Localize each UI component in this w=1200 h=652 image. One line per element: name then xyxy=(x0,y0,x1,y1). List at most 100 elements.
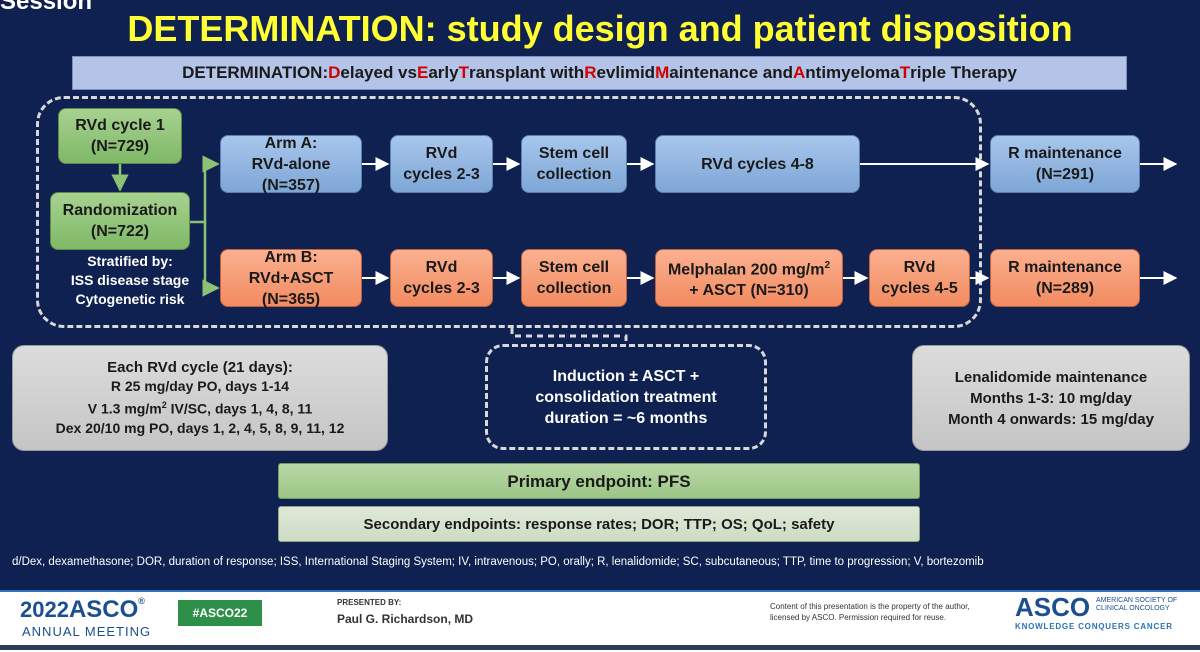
rvd-cycle-detail-dex: Dex 20/10 mg PO, days 1, 2, 4, 5, 8, 9, … xyxy=(55,419,345,436)
rvd-cycle-detail-title: Each RVd cycle (21 days): xyxy=(107,359,293,377)
acronym-letter: R xyxy=(584,63,597,82)
rvd-cycle-detail-box: Each RVd cycle (21 days): R 25 mg/day PO… xyxy=(12,345,388,451)
rvd-cycle-detail-r: R 25 mg/day PO, days 1-14 xyxy=(110,378,290,395)
arm-a-rvd-cycles: cycles 2-3 xyxy=(403,166,480,183)
stratified-cyto: Cytogenetic risk xyxy=(75,291,185,307)
treatment-phase-frame xyxy=(36,96,982,328)
arm-a-rvd-box: RVd cycles 2-3 xyxy=(390,135,493,193)
acronym-letter: E xyxy=(416,63,429,82)
lenalidomide-title: Lenalidomide maintenance xyxy=(954,368,1148,386)
acronym-letter: A xyxy=(793,63,806,82)
arm-a-rvd-label: RVd xyxy=(425,145,458,162)
arm-a-rvd48-box: RVd cycles 4-8 xyxy=(655,135,860,193)
arm-a-stem-label: Stem cell xyxy=(538,145,610,162)
meeting-asco: ASCO xyxy=(68,596,139,623)
arm-a-stem-box: Stem cell collection xyxy=(521,135,627,193)
arm-a-stem-collection: collection xyxy=(536,166,612,183)
arrow-to-arm-a xyxy=(190,155,220,224)
abbreviations-footnote: d/Dex, dexamethasone; DOR, duration of r… xyxy=(12,556,984,568)
arm-b-melphalan-dose: Melphalan 200 mg/m2 xyxy=(668,255,830,280)
arm-b-stem-label: Stem cell xyxy=(538,259,610,276)
arm-a-box: Arm A: RVd-alone (N=357) xyxy=(220,135,362,194)
v-days: IV/SC, days 1, 4, 8, 11 xyxy=(166,400,313,417)
v-dose-sup: 2 xyxy=(161,400,167,411)
presented-by-label: PRESENTED BY: xyxy=(337,598,402,607)
arm-b-maint-n: (N=289) xyxy=(1035,280,1095,297)
acronym-letter: M xyxy=(655,63,670,82)
arm-a-maint-n: (N=291) xyxy=(1035,166,1095,183)
society-name: AMERICAN SOCIETY OF CLINICAL ONCOLOGY xyxy=(1096,597,1178,612)
stratification-text: Stratified by: ISS disease stage Cytogen… xyxy=(50,252,210,309)
arm-b-maint-label: R maintenance xyxy=(1008,259,1122,276)
acronym-letter: T xyxy=(899,63,911,82)
arm-b-title: Arm B: xyxy=(264,248,318,266)
arm-a-regimen: RVd-alone xyxy=(251,155,331,173)
stratified-label: Stratified by: xyxy=(87,253,173,269)
subtitle-text: elayed vs xyxy=(340,63,417,82)
asco-tagline: KNOWLEDGE CONQUERS CANCER xyxy=(1015,622,1173,631)
arm-a-maint-label: R maintenance xyxy=(1008,145,1122,162)
asco-logo: ASCO xyxy=(1015,592,1091,622)
subtitle-text: ransplant with xyxy=(468,63,585,82)
presenter-name: Paul G. Richardson, MD xyxy=(337,612,474,626)
meeting-year: 2022 xyxy=(20,597,69,622)
melphalan-text: Melphalan 200 mg/m xyxy=(667,261,825,279)
rvd-cycle1-label: RVd cycle 1 xyxy=(75,117,165,134)
flow-arrows xyxy=(111,155,1178,344)
arm-b-box: Arm B: RVd+ASCT (N=365) xyxy=(220,248,362,308)
rvd-cycle-detail-v: V 1.3 mg/m2 IV/SC, days 1, 4, 8, 11 xyxy=(88,396,312,419)
induction-line3: duration = ~6 months xyxy=(544,409,708,427)
acronym-letter: T xyxy=(458,63,469,82)
arm-b-stem-box: Stem cell collection xyxy=(521,249,627,307)
randomization-box: Randomization (N=722) xyxy=(50,192,190,250)
induction-text: Induction ± ASCT + consolidation treatme… xyxy=(485,344,767,450)
content-ownership-note: Content of this presentation is the prop… xyxy=(770,602,970,622)
secondary-endpoints: Secondary endpoints: response rates; DOR… xyxy=(363,515,835,533)
arm-b-rvd-box: RVd cycles 2-3 xyxy=(390,249,493,307)
arm-b-asct: + ASCT (N=310) xyxy=(689,282,809,300)
meeting-logo: 2022ASCO® xyxy=(20,596,145,623)
slide-title: DETERMINATION: study design and patient … xyxy=(127,8,1073,49)
randomization-n: (N=722) xyxy=(90,223,150,240)
arm-b-n: (N=365) xyxy=(261,290,321,308)
slide: Session DETERMINATION: study design and … xyxy=(0,0,1190,568)
lenalidomide-months-1-3: Months 1-3: 10 mg/day xyxy=(970,389,1132,407)
rvd-cycle1-n: (N=729) xyxy=(90,138,150,155)
arrow-to-arm-b xyxy=(202,222,220,297)
arm-b-rvd45-label: RVd xyxy=(903,259,936,276)
acronym-letter: D xyxy=(328,63,341,82)
primary-endpoint: Primary endpoint: PFS xyxy=(507,471,691,491)
subtitle-text: ntimyeloma xyxy=(805,63,900,82)
induction-line1: Induction ± ASCT + xyxy=(552,367,700,385)
arm-b-melphalan-box: Melphalan 200 mg/m2 + ASCT (N=310) xyxy=(655,249,843,307)
arm-a-maint-box: R maintenance (N=291) xyxy=(990,135,1140,193)
rvd-cycle1-box: RVd cycle 1 (N=729) xyxy=(58,108,182,164)
top-cut-text: Session xyxy=(0,0,93,15)
secondary-endpoint-box: Secondary endpoints: response rates; DOR… xyxy=(278,506,920,542)
arm-b-regimen: RVd+ASCT xyxy=(248,269,334,287)
bracket-connector xyxy=(510,328,628,344)
stratified-iss: ISS disease stage xyxy=(70,272,190,288)
arm-b-rvd45-box: RVd cycles 4-5 xyxy=(869,249,970,307)
subtitle-text: DETERMINATION: xyxy=(182,63,329,82)
subtitle-text: aintenance and xyxy=(669,63,793,82)
arm-b-stem-collection: collection xyxy=(536,280,612,297)
subtitle-text: riple Therapy xyxy=(910,63,1017,82)
subtitle-text: evlimid xyxy=(596,63,656,82)
arm-b-rvd-label: RVd xyxy=(425,259,458,276)
arm-b-maint-box: R maintenance (N=289) xyxy=(990,249,1140,307)
lenalidomide-box: Lenalidomide maintenance Months 1-3: 10 … xyxy=(912,345,1190,451)
annual-meeting-label: ANNUAL MEETING xyxy=(22,624,152,639)
footer: 2022ASCO® ANNUAL MEETING #ASCO22 PRESENT… xyxy=(0,590,1200,652)
hashtag-badge: #ASCO22 xyxy=(178,600,262,626)
randomization-label: Randomization xyxy=(62,202,178,219)
primary-endpoint-box: Primary endpoint: PFS xyxy=(278,463,920,499)
induction-frame xyxy=(485,344,767,450)
arm-a-n: (N=357) xyxy=(261,176,321,194)
bottom-bar xyxy=(0,645,1200,650)
v-dose: V 1.3 mg/m xyxy=(87,400,162,417)
arm-b-rvd-cycles: cycles 2-3 xyxy=(403,280,480,297)
arm-a-rvd48-label: RVd cycles 4-8 xyxy=(701,155,814,173)
melphalan-sup: 2 xyxy=(824,259,831,271)
